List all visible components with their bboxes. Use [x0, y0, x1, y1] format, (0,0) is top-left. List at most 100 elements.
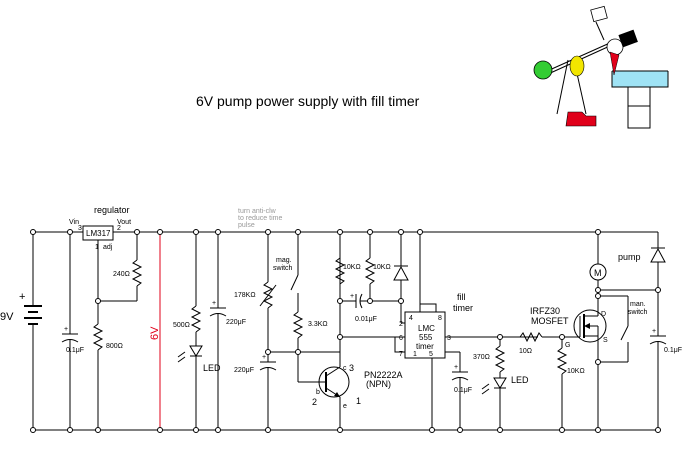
svg-text:1: 1: [95, 244, 99, 251]
svg-text:adj: adj: [103, 244, 113, 251]
resistor-10k-gate: 10KΩ: [556, 347, 585, 430]
adjust-note: turn anti-clw to reduce time pulse: [238, 208, 282, 229]
svg-text:0.1μF: 0.1μF: [664, 347, 682, 354]
svg-text:LED: LED: [511, 375, 529, 385]
svg-text:e: e: [343, 403, 347, 410]
svg-text:man.: man.: [630, 301, 646, 308]
svg-text:Vin: Vin: [69, 219, 79, 226]
svg-text:3.3KΩ: 3.3KΩ: [308, 321, 328, 328]
resistor-240: 240Ω: [113, 232, 143, 301]
bird-hat: [618, 29, 638, 48]
svg-text:to reduce time: to reduce time: [238, 215, 282, 222]
svg-text:LED: LED: [203, 363, 221, 373]
junction-dots: [30, 229, 661, 433]
resistor-10k-a: 10KΩ: [334, 232, 361, 285]
svg-text:2: 2: [117, 225, 121, 232]
svg-text:7: 7: [399, 351, 403, 358]
pump-label: pump: [618, 252, 641, 262]
svg-text:(NPN): (NPN): [366, 379, 391, 389]
svg-text:mag.: mag.: [276, 257, 292, 264]
svg-text:Vout: Vout: [117, 219, 131, 226]
svg-text:IRFZ30: IRFZ30: [530, 306, 560, 316]
svg-text:800Ω: 800Ω: [106, 343, 123, 350]
svg-text:6: 6: [399, 335, 403, 342]
svg-text:MOSFET: MOSFET: [531, 316, 569, 326]
page-title: 6V pump power supply with fill timer: [196, 93, 420, 109]
svg-text:220μF: 220μF: [234, 367, 254, 374]
resistor-3k3: 3.3KΩ: [292, 311, 328, 382]
led-2: LED: [481, 372, 529, 430]
svg-text:D: D: [601, 311, 606, 318]
svg-text:0.1μF: 0.1μF: [454, 387, 472, 394]
svg-text:1: 1: [413, 351, 417, 358]
resistor-800: 800Ω: [92, 323, 123, 430]
diode-2: [598, 231, 666, 291]
timer-555: LMC 555 timer fill timer 4 8 2 6 3 7 1 5: [399, 292, 473, 359]
rail-6v-label: 6V: [149, 326, 161, 340]
svg-text:timer: timer: [416, 342, 434, 351]
svg-text:1: 1: [356, 396, 361, 406]
svg-text:10KΩ: 10KΩ: [567, 368, 585, 375]
svg-text:5: 5: [429, 351, 433, 358]
pump-motor: M pump: [589, 232, 641, 290]
svg-text:switch: switch: [273, 265, 293, 272]
resistor-10k-b: 10KΩ: [364, 232, 391, 301]
svg-text:+: +: [652, 328, 656, 335]
rail-6v: 6V: [149, 232, 161, 430]
bird-head: [606, 38, 624, 56]
svg-text:500Ω: 500Ω: [173, 322, 190, 329]
potentiometer-178k: 178KΩ: [234, 232, 277, 352]
svg-text:b: b: [316, 389, 320, 396]
svg-text:+: +: [350, 293, 354, 300]
c1-label: 0.1μF: [66, 347, 84, 354]
svg-text:+: +: [64, 326, 68, 333]
svg-text:switch: switch: [628, 309, 648, 316]
capacitor-c5: + 0.1μF: [445, 351, 472, 430]
resistor-10: 10Ω: [519, 331, 543, 355]
svg-text:370Ω: 370Ω: [473, 354, 490, 361]
svg-text:0.01μF: 0.01μF: [355, 316, 377, 323]
diode-1: [393, 232, 409, 323]
battery-plus: +: [19, 291, 25, 303]
svg-text:10Ω: 10Ω: [519, 348, 532, 355]
svg-text:3: 3: [349, 363, 354, 373]
capacitor-c4: + 0.01μF: [340, 293, 377, 323]
mag-switch: mag. switch: [273, 232, 299, 312]
svg-text:2: 2: [312, 397, 317, 407]
svg-text:8: 8: [438, 315, 442, 322]
manual-switch: man. switch: [598, 295, 648, 363]
battery: + 9V: [0, 232, 42, 430]
led-1: LED: [177, 332, 221, 430]
capacitor-c2: + 220μF: [209, 232, 246, 430]
transistor-name: PN2222A: [364, 370, 403, 380]
regulator-lm317: LM317 regulator Vin Vout 3 2 1 adj: [69, 205, 131, 324]
battery-voltage: 9V: [0, 311, 14, 323]
water-fill: [612, 71, 668, 87]
svg-text:c: c: [343, 365, 347, 372]
svg-text:LM317: LM317: [86, 229, 111, 238]
svg-text:fill: fill: [457, 292, 466, 302]
svg-text:2: 2: [399, 321, 403, 328]
resistor-500: 500Ω: [173, 232, 202, 333]
svg-text:timer: timer: [453, 303, 473, 313]
svg-text:pulse: pulse: [238, 222, 255, 229]
bird-beak: [609, 51, 620, 76]
bird-feet: [565, 111, 597, 127]
svg-text:+: +: [454, 364, 458, 371]
transistor-pn2222a: PN2222A (NPN) c 3 b 2 e 1: [312, 232, 403, 430]
svg-text:+: +: [212, 300, 216, 307]
capacitor-c1: + 0.1μF: [61, 232, 84, 430]
svg-text:178KΩ: 178KΩ: [234, 292, 256, 299]
svg-text:10KΩ: 10KΩ: [343, 264, 361, 271]
bird-green-bulb: [533, 60, 553, 80]
svg-text:LMC: LMC: [418, 324, 435, 333]
svg-text:S: S: [603, 337, 608, 344]
svg-text:+: +: [262, 354, 266, 361]
water-glass: [611, 71, 669, 88]
glass-stand: [627, 87, 651, 129]
svg-text:4: 4: [409, 315, 413, 322]
svg-text:turn anti-clw: turn anti-clw: [238, 208, 277, 215]
svg-text:M: M: [594, 268, 602, 278]
regulator-title: regulator: [94, 205, 130, 215]
svg-text:10KΩ: 10KΩ: [373, 264, 391, 271]
